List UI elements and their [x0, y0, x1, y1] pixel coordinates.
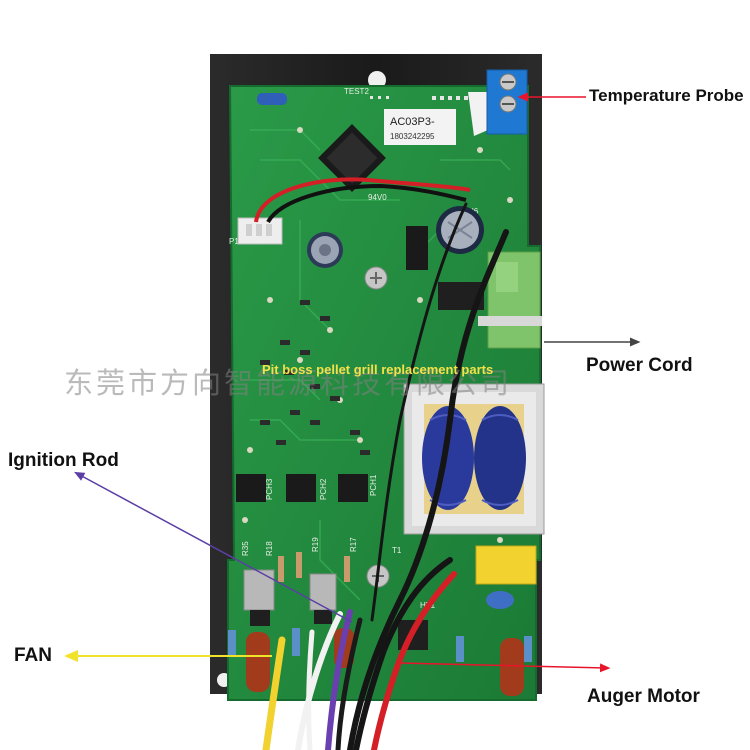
axial-resistors [228, 552, 532, 662]
watermark-en: Pit boss pellet grill replacement parts [262, 362, 494, 377]
silk-r35: R35 [241, 541, 250, 556]
ignition-rod-arrow [74, 471, 353, 623]
fan-label: FAN [14, 645, 52, 666]
ignition-rod-label: Ignition Rod [8, 450, 119, 471]
silk-t1: T1 [392, 546, 402, 555]
silk-p1: P1 [229, 237, 239, 246]
model-sticker [384, 109, 456, 145]
auger-motor-arrow [399, 662, 611, 673]
power-inlet-block [478, 251, 542, 349]
x2-capacitor [475, 545, 537, 585]
silk-94v0: 94V0 [368, 193, 387, 202]
power-cord-label: Power Cord [586, 355, 693, 376]
mount-screw [364, 266, 388, 290]
ceramic-capacitor [486, 591, 514, 609]
watermark-cn: 东莞市方向智能源科技有限公司 [64, 366, 513, 400]
silk-pch3: PCH3 [265, 478, 274, 500]
temperature-probe-label: Temperature Probe [589, 86, 744, 105]
silk-r19: R19 [311, 537, 320, 552]
voltage-regulator [406, 226, 428, 270]
silk-pch1: PCH1 [369, 474, 378, 496]
silk-test2: TEST2 [344, 87, 369, 96]
p1-connector [237, 217, 283, 245]
smd-capacitor [257, 93, 287, 105]
black-wire-top [266, 183, 467, 224]
transformer [403, 383, 545, 535]
optocoupler-chip [236, 474, 368, 502]
silk-r18: R18 [265, 541, 274, 556]
wire-bundle [262, 202, 509, 750]
temperature-probe-terminal [468, 69, 528, 136]
silk-pch2: PCH2 [319, 478, 328, 500]
capacitor-small [307, 232, 343, 268]
pcb-pads [242, 127, 513, 543]
backplate-hole [368, 71, 386, 89]
microcontroller-chip [318, 124, 386, 192]
capacitor-large [436, 206, 484, 254]
smd-resistors [260, 300, 370, 455]
auger-motor-label: Auger Motor [587, 686, 700, 707]
serial-text: 1803242295 [390, 132, 435, 141]
silk-r17: R17 [349, 537, 358, 552]
model-text: AC03P3- [390, 116, 435, 128]
red-wire-top [254, 177, 471, 223]
